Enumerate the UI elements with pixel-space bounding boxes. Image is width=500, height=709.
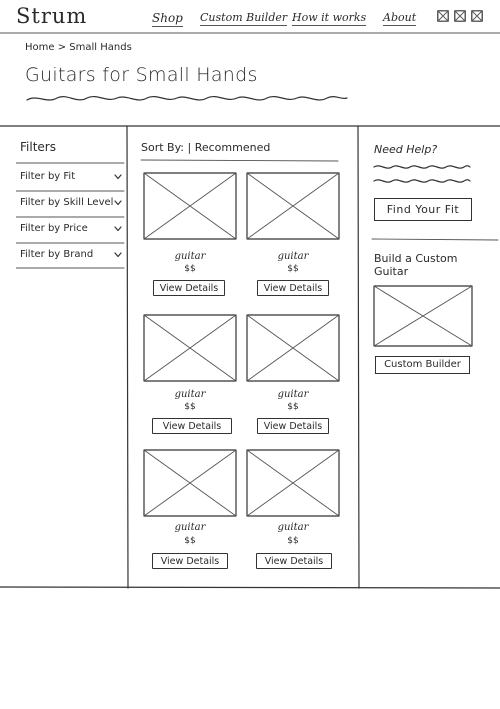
placeholder-icon[interactable]: [454, 10, 466, 22]
product-name: guitar: [174, 251, 206, 262]
product-price: $$: [184, 264, 196, 274]
need-help-title: Need Help?: [374, 143, 438, 156]
logo[interactable]: Strum: [16, 4, 88, 28]
build-custom-title: Build a Custom Guitar: [374, 252, 458, 278]
view-details-button[interactable]: View Details: [153, 280, 225, 296]
chevron-down-icon: [114, 174, 122, 180]
breadcrumb-home[interactable]: Home: [25, 42, 55, 53]
filters-title: Filters: [20, 140, 56, 154]
chevron-down-icon: [114, 200, 122, 206]
view-details-button[interactable]: View Details: [152, 418, 232, 434]
filter-by-price[interactable]: Filter by Price: [20, 218, 124, 240]
filter-divider: [16, 216, 125, 218]
nav-link-how-it-works[interactable]: How it works: [292, 11, 367, 26]
chevron-down-icon: [114, 252, 122, 258]
filter-by-skill-level[interactable]: Filter by Skill Level: [20, 192, 124, 214]
page-title: Guitars for Small Hands: [25, 64, 258, 86]
nav-link-about[interactable]: About: [383, 11, 417, 26]
sidebar-divider: [16, 162, 125, 164]
placeholder-icon[interactable]: [437, 10, 449, 22]
product-name: guitar: [277, 389, 309, 400]
filter-divider: [16, 267, 125, 269]
filter-by-fit[interactable]: Filter by Fit: [20, 166, 124, 188]
nav-link-shop[interactable]: Shop: [152, 11, 183, 27]
filter-label: Filter by Brand: [20, 249, 94, 260]
product-name: guitar: [277, 522, 309, 533]
header-divider: [0, 32, 500, 34]
nav-underline: [383, 25, 417, 26]
filter-divider: [16, 190, 125, 192]
chevron-down-icon: [114, 226, 122, 232]
nav-link-label: Custom Builder: [200, 11, 288, 24]
product-price: $$: [287, 264, 299, 274]
product-image-placeholder[interactable]: [143, 172, 237, 240]
product-image-placeholder[interactable]: [143, 449, 237, 517]
product-price: $$: [287, 402, 299, 412]
custom-guitar-image-placeholder: [373, 285, 473, 347]
product-image-placeholder[interactable]: [246, 314, 340, 382]
nav-underline: [152, 26, 183, 27]
filter-label: Filter by Skill Level: [20, 197, 114, 208]
view-details-button[interactable]: View Details: [152, 553, 228, 569]
placeholder-icon[interactable]: [471, 10, 483, 22]
product-price: $$: [287, 536, 299, 546]
nav-link-label: About: [383, 11, 417, 24]
product-name: guitar: [174, 389, 206, 400]
breadcrumb-current: Small Hands: [69, 42, 132, 53]
breadcrumb-separator: >: [57, 42, 67, 53]
product-name: guitar: [277, 251, 309, 262]
filter-label: Filter by Fit: [20, 171, 76, 182]
filter-divider: [16, 242, 125, 244]
view-details-button[interactable]: View Details: [257, 280, 329, 296]
breadcrumb: Home > Small Hands: [25, 42, 132, 53]
custom-builder-button[interactable]: Custom Builder: [375, 356, 470, 374]
nav-link-label: Shop: [152, 11, 183, 25]
filter-label: Filter by Price: [20, 223, 88, 234]
help-text-squiggle: [373, 165, 471, 183]
product-image-placeholder[interactable]: [143, 314, 237, 382]
product-image-placeholder[interactable]: [246, 449, 340, 517]
filter-by-brand[interactable]: Filter by Brand: [20, 244, 124, 266]
nav-link-custom-builder[interactable]: Custom Builder: [200, 11, 288, 26]
nav-underline: [292, 25, 367, 26]
product-image-placeholder[interactable]: [246, 172, 340, 240]
find-your-fit-button[interactable]: Find Your Fit: [374, 198, 472, 221]
nav-link-label: How it works: [292, 11, 367, 24]
title-squiggle: [26, 95, 348, 101]
product-price: $$: [184, 536, 196, 546]
product-name: guitar: [174, 522, 206, 533]
view-details-button[interactable]: View Details: [257, 418, 329, 434]
nav-underline: [200, 25, 288, 26]
sort-dropdown[interactable]: Sort By: | Recommened: [141, 141, 271, 154]
product-price: $$: [184, 402, 196, 412]
view-details-button[interactable]: View Details: [256, 553, 332, 569]
